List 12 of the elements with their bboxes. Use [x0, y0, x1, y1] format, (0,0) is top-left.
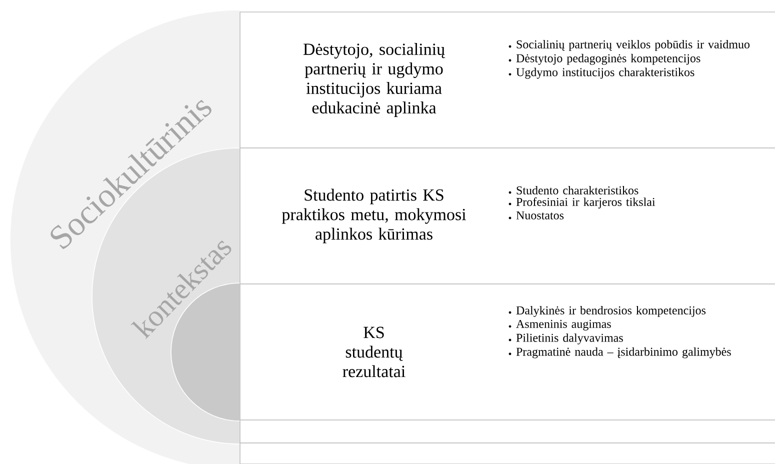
bullet-item: Nuostatos: [516, 211, 564, 220]
bullet-item: Ugdymo institucijos charakteristikos: [516, 68, 694, 79]
bullet-item: Asmeninis augimas: [516, 320, 611, 330]
bullet-item: Studento charakteristikos: [516, 186, 638, 194]
bullet-item: Dalykinės ir bendrosios kompetencijos: [516, 306, 706, 317]
bullet-item: Profesiniai ir karjeros tikslai: [516, 197, 656, 208]
bullet-item: Socialinių partnerių veiklos pobūdis ir vaidmuo: [516, 40, 750, 51]
table-row: [240, 442, 775, 464]
bullet-item: Dėstytojo pedagoginės kompetencijos: [516, 54, 700, 65]
bullet-item: Pragmatinė nauda – įsidarbinimo galimybės: [516, 347, 731, 358]
bullet-item: Pilietinis dalyvavimas: [516, 333, 623, 344]
table-row: [240, 420, 775, 444]
